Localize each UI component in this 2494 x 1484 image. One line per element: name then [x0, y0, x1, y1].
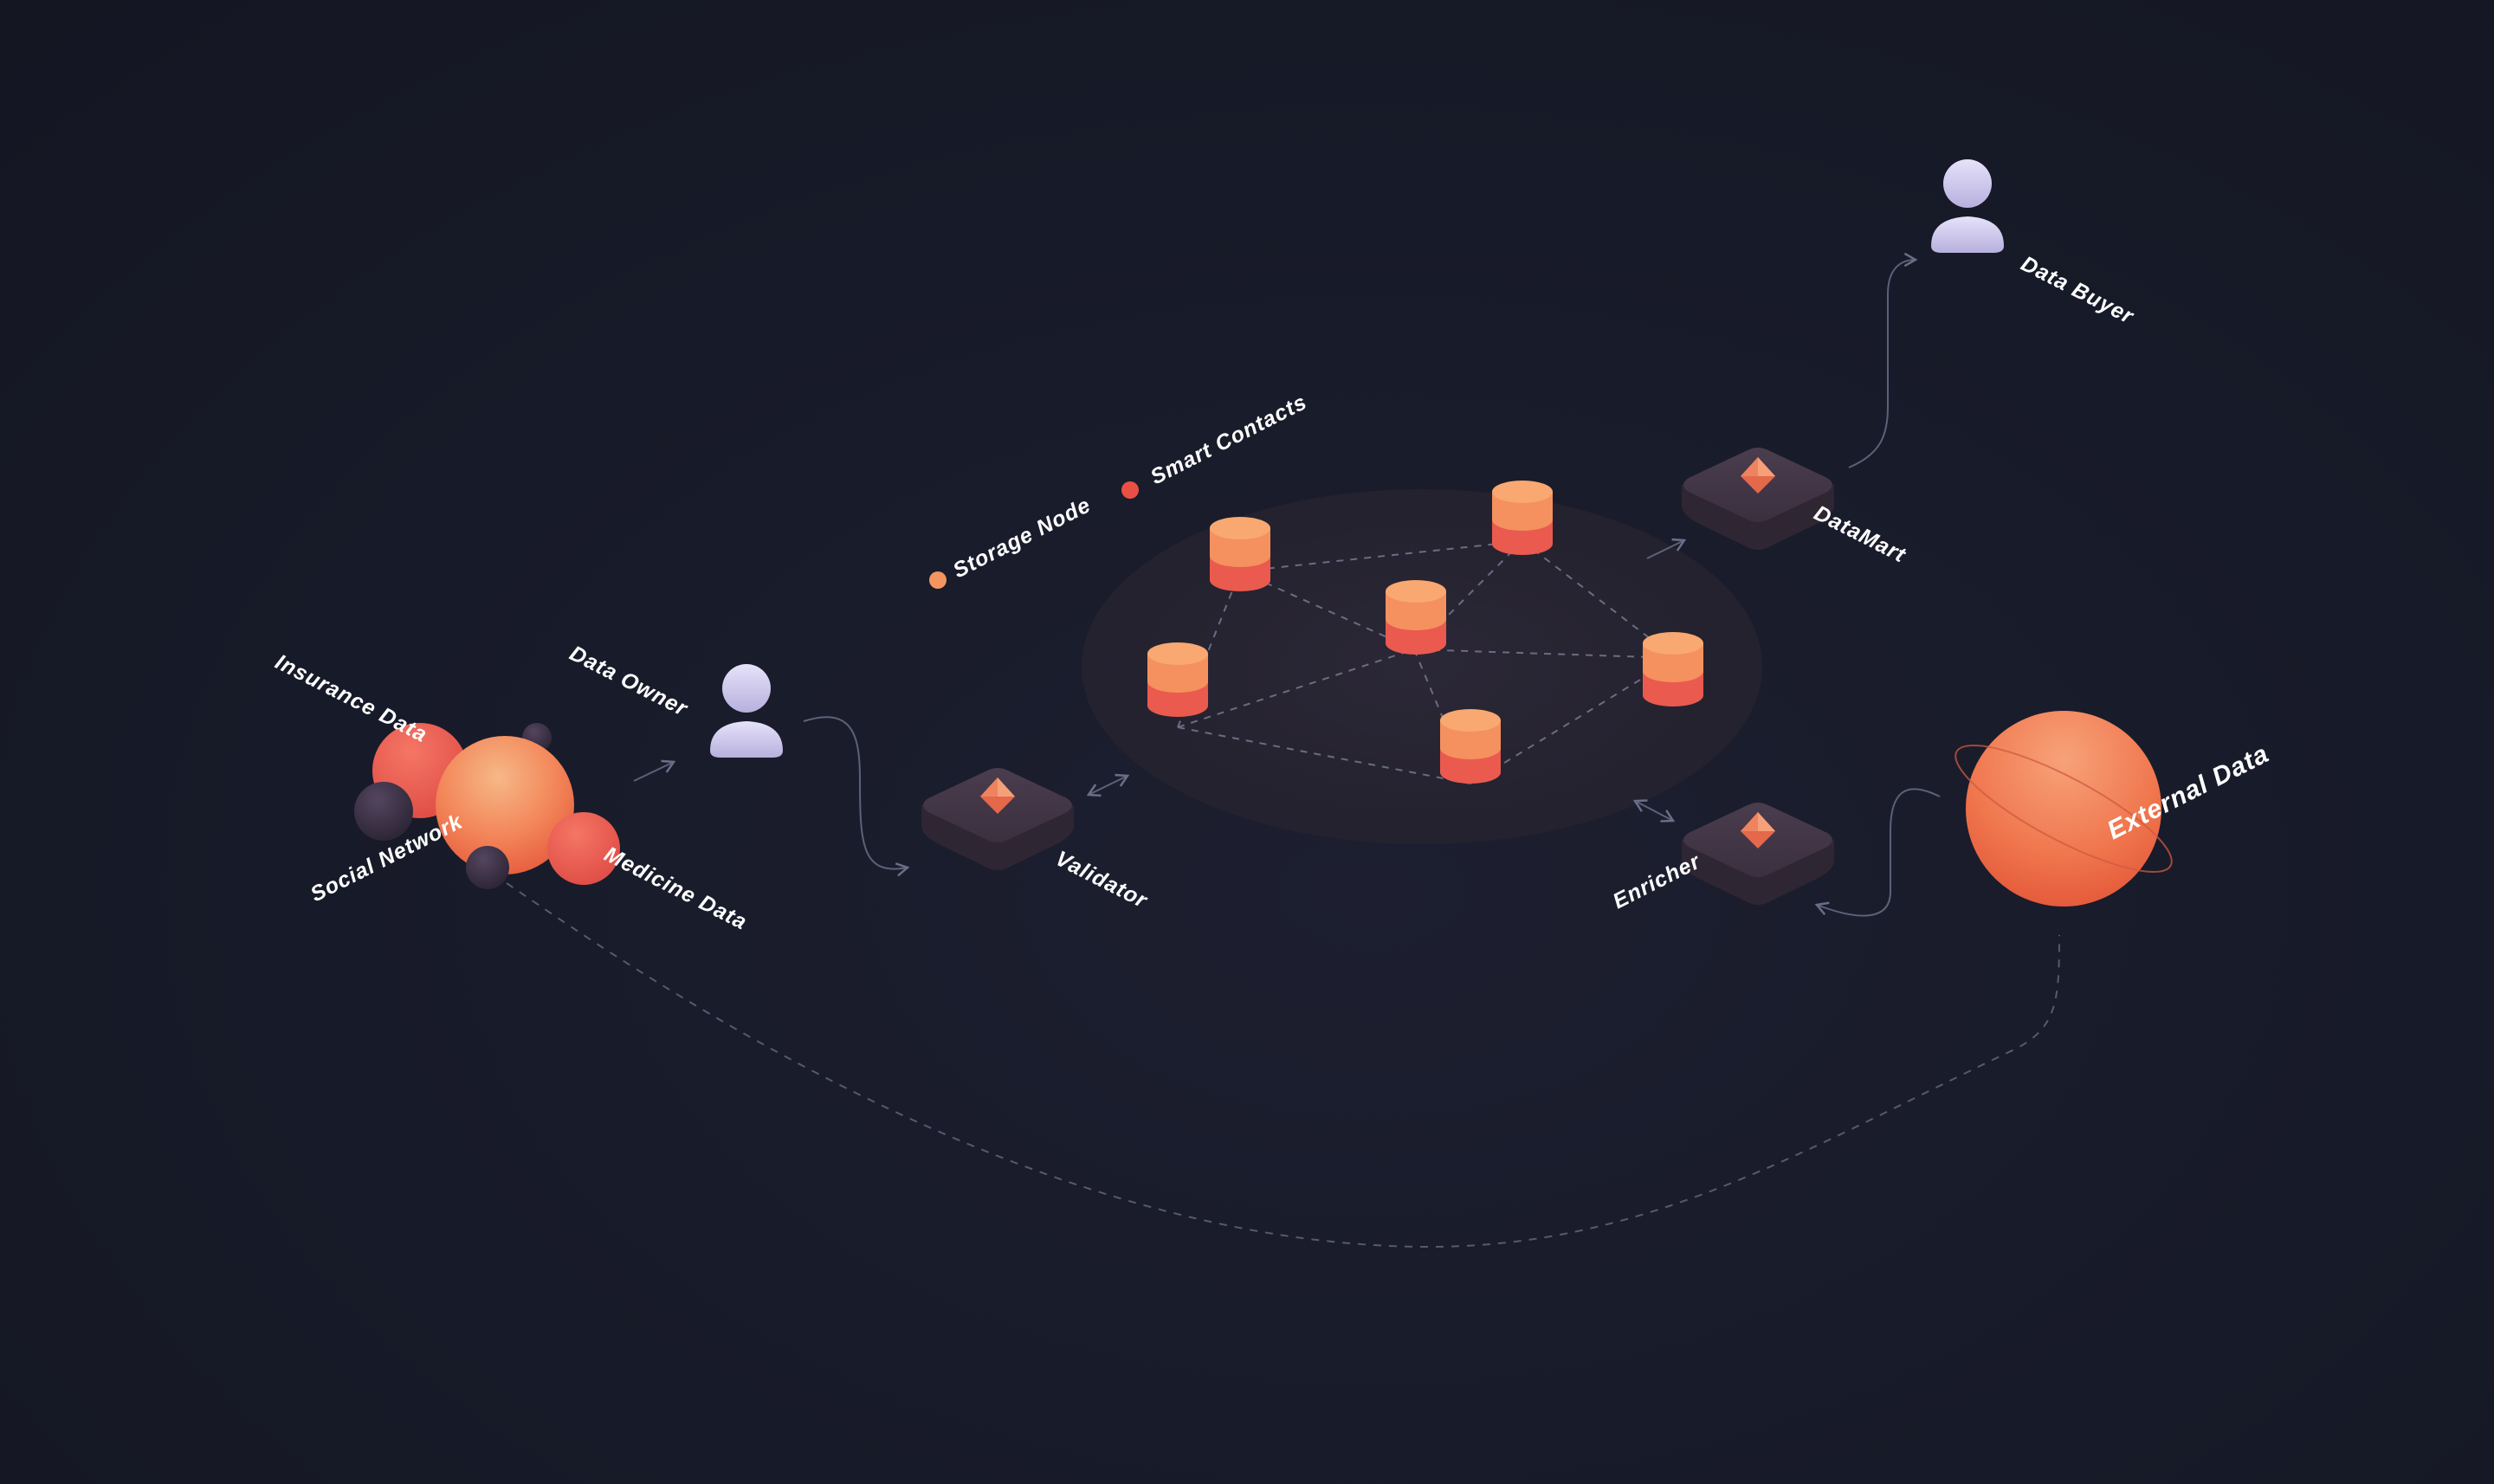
smart-contacts-legend-dot: [1121, 481, 1139, 499]
bottom-dark-sphere: [466, 846, 509, 889]
diamond-icon: [1741, 812, 1775, 848]
data-owner-user-icon: [710, 664, 783, 758]
storage-node-legend-label: Storage Node: [949, 493, 1095, 583]
connector-datamart-to-buyer: [1848, 252, 1918, 468]
medicine-data-label: Medicine Data: [600, 842, 751, 934]
storage-node: [1643, 632, 1703, 707]
datamart-platform: [1682, 448, 1834, 550]
social-network-sphere: [354, 782, 413, 841]
external-data-return-path: [506, 882, 2060, 1248]
data-owner-label: Data Owner: [565, 641, 692, 721]
connector-cluster-to-owner: [633, 759, 676, 782]
external-data-planet: [1954, 711, 2173, 907]
storage-nodes: [1147, 481, 1703, 784]
connector-network-to-datamart: [1646, 538, 1687, 559]
datamart-label: DataMart: [1810, 500, 1910, 567]
storage-node: [1386, 580, 1446, 655]
diamond-icon: [1741, 457, 1775, 494]
data-buyer-label: Data Buyer: [2017, 251, 2137, 329]
enricher-platform: [1682, 803, 1834, 905]
medicine-data-sphere: [547, 812, 620, 885]
storage-node: [1210, 517, 1270, 591]
data-source-cluster: [354, 723, 620, 889]
storage-node: [1440, 709, 1501, 784]
enricher-label: Enricher: [1609, 849, 1704, 914]
data-buyer-user-icon: [1931, 159, 2004, 253]
insurance-data-label: Insurance Data: [271, 649, 431, 747]
connector-owner-to-validator: [803, 716, 910, 877]
diamond-icon: [980, 777, 1015, 814]
storage-node: [1147, 642, 1208, 717]
connector-validator-network: [1086, 773, 1130, 797]
smart-contacts-legend-label: Smart Contacts: [1147, 390, 1311, 489]
storage-node: [1492, 481, 1553, 555]
main-data-sphere: [436, 736, 574, 874]
validator-label: Validator: [1051, 846, 1151, 913]
validator-platform: [921, 768, 1074, 870]
connector-enricher-network: [1632, 799, 1676, 823]
storage-node-legend-dot: [929, 571, 947, 589]
connector-external-to-enricher: [1814, 788, 1941, 917]
